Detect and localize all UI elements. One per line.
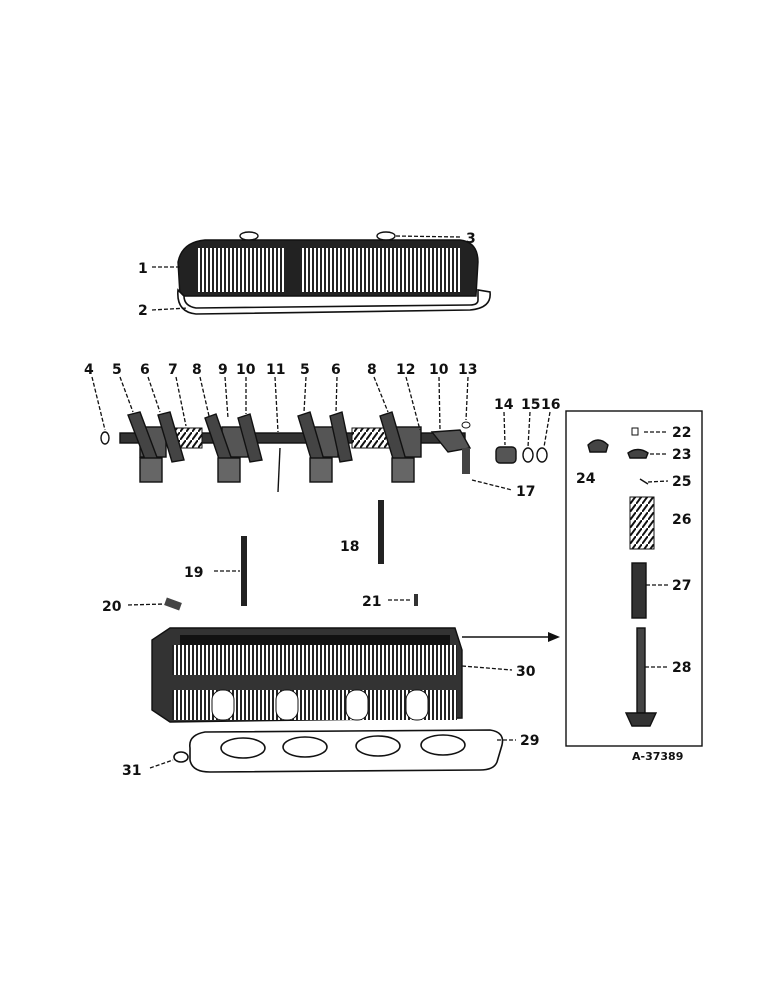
stud-20: [164, 597, 182, 611]
valve-parts: [587, 427, 658, 727]
callout-27: 27: [672, 578, 691, 594]
callout-25: 25: [672, 474, 691, 490]
callout-10a: 10: [236, 362, 256, 378]
callout-14: 14: [494, 397, 514, 413]
callout-15: 15: [521, 397, 540, 413]
valve-detail-box: [565, 410, 703, 747]
cylinder-head: [151, 627, 463, 723]
callout-13: 13: [458, 362, 477, 378]
reference-number: A-37389: [632, 750, 683, 763]
callout-31: 31: [122, 763, 141, 779]
push-rod-18: [378, 500, 384, 564]
callout-6a: 6: [140, 362, 150, 378]
callout-8a: 8: [192, 362, 202, 378]
rocker-shaft-assembly: [100, 411, 472, 493]
callout-21: 21: [362, 594, 381, 610]
pin-21: [414, 594, 418, 606]
callout-5a: 5: [112, 362, 122, 378]
callout-28: 28: [672, 660, 691, 676]
callout-10b: 10: [429, 362, 449, 378]
callout-12: 12: [396, 362, 415, 378]
callout-1: 1: [138, 261, 148, 277]
washer-31: [173, 751, 189, 763]
callout-26: 26: [672, 512, 691, 528]
callout-30: 30: [516, 664, 536, 680]
small-parts-14-16: [495, 446, 548, 464]
callout-4: 4: [84, 362, 94, 378]
callout-17: 17: [516, 484, 535, 500]
callout-18: 18: [340, 539, 359, 555]
callout-11: 11: [266, 362, 285, 378]
callout-3: 3: [466, 231, 476, 247]
callout-2: 2: [138, 303, 148, 319]
head-gasket: [188, 729, 504, 773]
callout-9: 9: [218, 362, 228, 378]
callout-29: 29: [520, 733, 539, 749]
valve-box-arrowhead: [548, 632, 560, 642]
callout-19: 19: [184, 565, 203, 581]
callout-labels: 1 2 3 4 5 6 7 8 9 10 11 5 6 8 12 10 13 1…: [84, 231, 691, 779]
callout-16: 16: [541, 397, 560, 413]
callout-22: 22: [672, 425, 691, 441]
callout-7: 7: [168, 362, 178, 378]
callout-5b: 5: [300, 362, 310, 378]
leader-lines: [91, 235, 669, 769]
valve-cover-gasket: [177, 288, 491, 315]
callout-6b: 6: [331, 362, 341, 378]
callout-8b: 8: [367, 362, 377, 378]
push-rod-19: [241, 536, 247, 606]
valve-cover: [177, 231, 479, 297]
callout-23: 23: [672, 447, 691, 463]
callout-20: 20: [102, 599, 122, 615]
callout-24: 24: [576, 471, 596, 487]
